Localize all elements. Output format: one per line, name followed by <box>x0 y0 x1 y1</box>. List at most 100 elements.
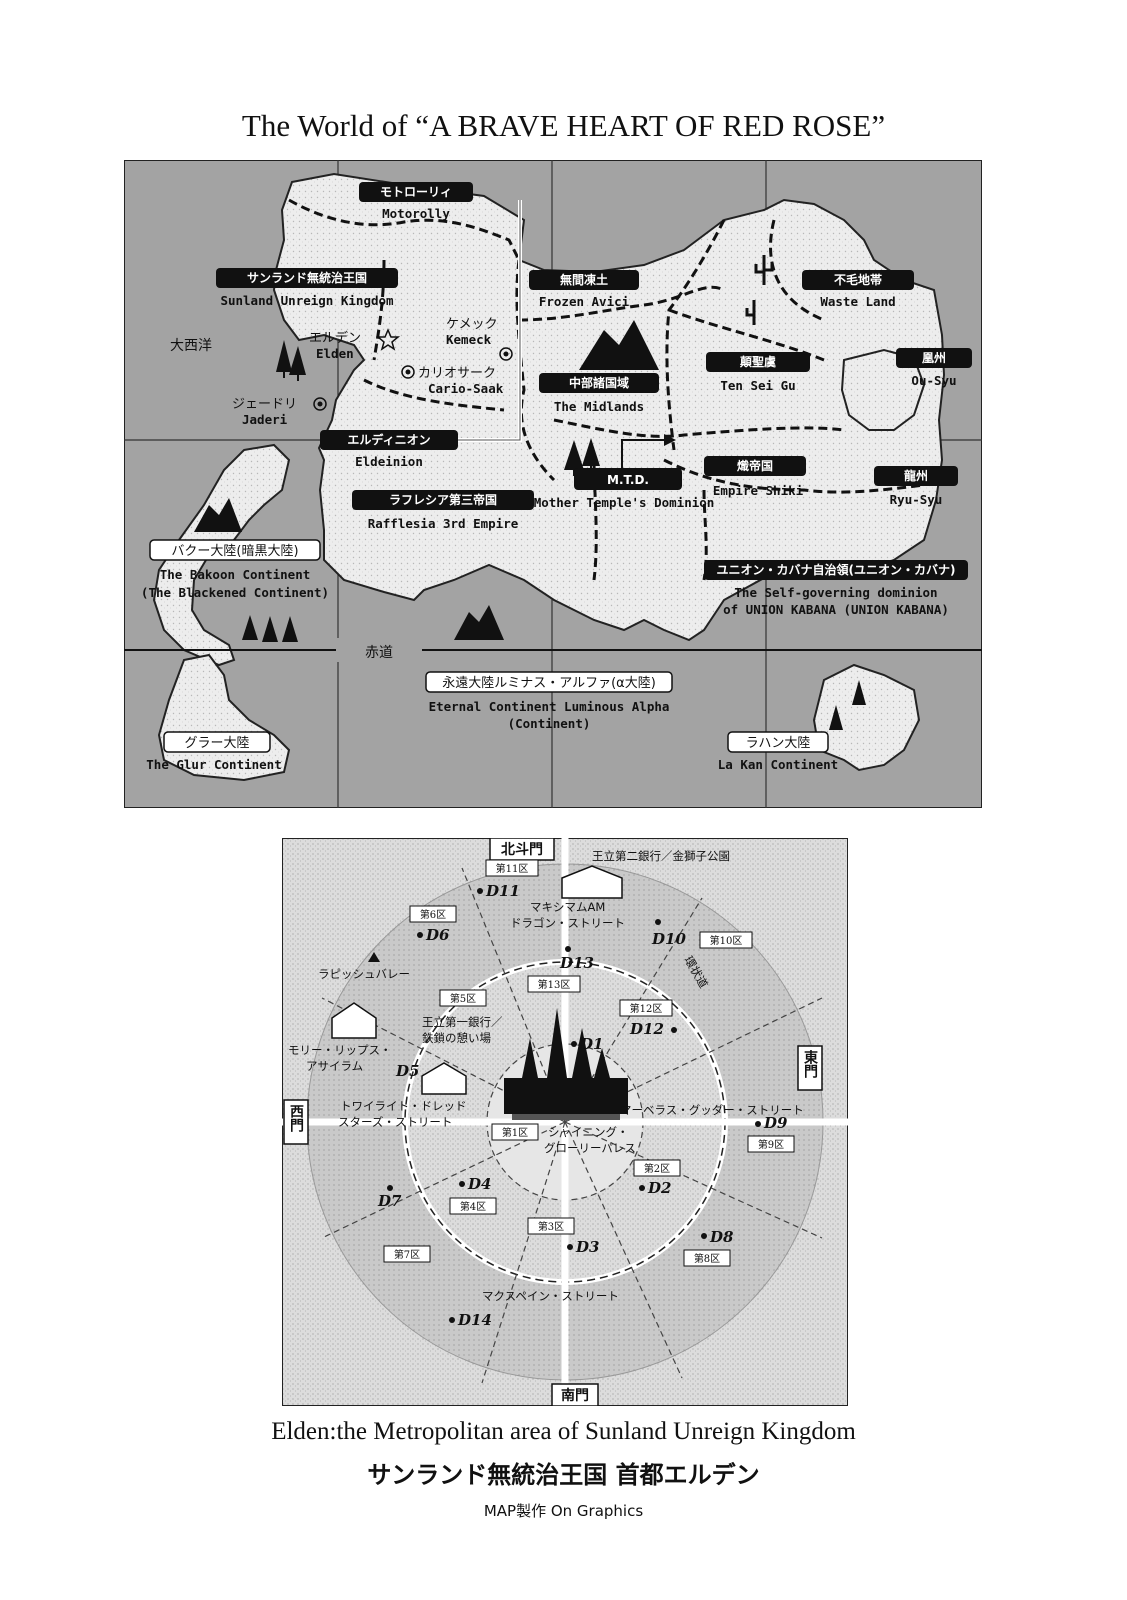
svg-text:The Glur Continent: The Glur Continent <box>146 757 281 772</box>
landmark-molly-lips: モリー・リップス・ <box>288 1043 392 1057</box>
svg-text:The Midlands: The Midlands <box>554 399 644 414</box>
svg-text:第6区: 第6区 <box>420 908 446 921</box>
region-label-union-kabana: ユニオン・カバナ自治領(ユニオン・カバナ) The Self-governing… <box>704 560 968 617</box>
svg-text:Eternal Continent Luminous Alp: Eternal Continent Luminous Alpha <box>429 699 670 714</box>
region-label-empire-shiki: 熾帝国 Empire Shiki <box>704 456 806 498</box>
main-continent <box>272 172 946 642</box>
svg-text:第12区: 第12区 <box>630 1002 663 1015</box>
landmark-bank-1: 王立第一銀行／ <box>422 1015 503 1029</box>
svg-text:第9区: 第9区 <box>758 1138 784 1151</box>
svg-text:ユニオン・カバナ自治領(ユニオン・カバナ): ユニオン・カバナ自治領(ユニオン・カバナ) <box>717 562 956 577</box>
city-jaderi: ジェードリ Jaderi <box>232 397 327 427</box>
map-credit: MAP製作 On Graphics <box>483 1502 644 1520</box>
svg-text:Motorolly: Motorolly <box>382 206 450 221</box>
svg-text:第7区: 第7区 <box>394 1248 420 1261</box>
svg-text:D7: D7 <box>377 1192 402 1210</box>
svg-text:Ou-Syu: Ou-Syu <box>911 373 956 388</box>
svg-text:Eldeinion: Eldeinion <box>355 454 423 469</box>
district-d1: D1 <box>571 1035 603 1053</box>
svg-text:D10: D10 <box>651 930 686 948</box>
svg-text:Jaderi: Jaderi <box>242 412 288 427</box>
star-icon <box>375 328 401 351</box>
svg-text:グラー大陸: グラー大陸 <box>184 735 249 751</box>
ward-tag-9: 第9区 <box>747 1135 795 1153</box>
world-map: 赤道 大西洋 モトローリィ Motorolly サンランド無統治王国 Sunla… <box>124 160 982 808</box>
ward-tag-1: 第1区 <box>491 1123 539 1141</box>
svg-text:D11: D11 <box>485 882 520 900</box>
district-d13: D13 <box>559 946 594 972</box>
east-gate: 東門 <box>797 1045 823 1091</box>
svg-text:北斗門: 北斗門 <box>501 842 543 858</box>
svg-text:龍州: 龍州 <box>904 468 928 483</box>
svg-text:エルディニオン: エルディニオン <box>347 432 430 447</box>
svg-text:ラフレシア第三帝国: ラフレシア第三帝国 <box>389 492 497 507</box>
svg-text:サンランド無統治王国: サンランド無統治王国 <box>247 270 367 285</box>
ward-tags: 第1区 第2区 第3区 第4区 第5区 第6区 第7区 第8区 第9区 第10区… <box>383 859 795 1267</box>
street-max-payne: マクスペイン・ストリート <box>482 1289 619 1303</box>
svg-text:La Kan Continent: La Kan Continent <box>718 757 838 772</box>
district-d14: D14 <box>449 1311 492 1329</box>
svg-text:モトローリィ: モトローリィ <box>380 185 452 199</box>
svg-text:第8区: 第8区 <box>694 1252 720 1265</box>
ward-tag-8: 第8区 <box>683 1249 731 1267</box>
svg-text:Sunland Unreign Kingdom: Sunland Unreign Kingdom <box>220 293 394 308</box>
district-d7: D7 <box>377 1185 402 1210</box>
caption-english: Elden:the Metropolitan area of Sunland U… <box>271 1418 856 1445</box>
ward-tag-2: 第2区 <box>633 1159 681 1177</box>
cactus-icon <box>745 255 774 325</box>
city-kemeck: ケメック Kemeck <box>446 317 513 361</box>
landmark-chain-rest: 鉄鎖の憩い場 <box>422 1031 491 1045</box>
svg-text:南門: 南門 <box>561 1387 589 1404</box>
street-marvelous-gooder: マーベラス・グッダー・ストリート <box>620 1103 804 1117</box>
district-d5: D5 <box>395 1062 419 1080</box>
mountain-icon <box>194 320 659 640</box>
svg-text:(The Blackened Continent): (The Blackened Continent) <box>141 585 329 600</box>
district-d2: D2 <box>639 1179 671 1197</box>
city-elden: エルデン Elden <box>309 328 401 361</box>
svg-text:D8: D8 <box>709 1228 734 1246</box>
svg-text:Ryu-Syu: Ryu-Syu <box>890 492 943 507</box>
city-marker-icon <box>313 397 327 411</box>
svg-text:Kemeck: Kemeck <box>446 332 492 347</box>
region-label-mtd: M.T.D. Mother Temple's Dominion <box>534 468 715 510</box>
mountain-icon <box>368 952 380 962</box>
landmark-glory-palace: グローリーパレス <box>544 1141 636 1155</box>
svg-text:第10区: 第10区 <box>710 934 743 947</box>
ward-tag-13: 第13区 <box>527 975 581 993</box>
landmark-shining: シャイニング・ <box>548 1125 629 1139</box>
region-label-ou-syu: 凰州 Ou-Syu <box>896 348 972 388</box>
svg-text:顛聖虞: 顛聖虞 <box>739 354 776 369</box>
district-markers: D1 D2 D3 D4 D5 D6 D7 D8 D9 D10 D11 D12 D… <box>377 882 788 1329</box>
ocean-label: 大西洋 <box>170 338 212 354</box>
svg-text:Mother Temple's Dominion: Mother Temple's Dominion <box>534 495 715 510</box>
ward-tag-7: 第7区 <box>383 1245 431 1263</box>
district-d4: D4 <box>459 1175 491 1193</box>
region-label-midlands: 中部諸国域 The Midlands <box>539 373 659 414</box>
ward-tag-11: 第11区 <box>485 859 539 877</box>
district-d12: D12 <box>629 1020 677 1038</box>
ward-tag-5: 第5区 <box>439 989 487 1007</box>
svg-text:第13区: 第13区 <box>538 978 571 991</box>
svg-text:第11区: 第11区 <box>496 862 529 875</box>
svg-text:D1: D1 <box>579 1035 603 1053</box>
svg-text:中部諸国域: 中部諸国域 <box>569 375 629 390</box>
street-twilight-stars: スターズ・ストリート <box>338 1115 452 1129</box>
landmark-bank-2: 王立第二銀行／金獅子公園 <box>592 849 730 863</box>
svg-text:熾帝国: 熾帝国 <box>737 458 773 473</box>
region-label-frozen-avici: 無間凍土 Frozen Avici <box>529 270 639 309</box>
district-d6: D6 <box>417 926 450 944</box>
ward-tag-4: 第4区 <box>449 1197 497 1215</box>
svg-text:第2区: 第2区 <box>644 1162 670 1175</box>
landmark-lapish-valley: ラピッシュバレー <box>318 967 410 981</box>
ward-tag-3: 第3区 <box>527 1217 575 1235</box>
ward-tag-12: 第12区 <box>619 999 673 1017</box>
svg-text:Ten Sei Gu: Ten Sei Gu <box>720 378 795 393</box>
district-d10: D10 <box>651 919 686 948</box>
caption-japanese: サンランド無統治王国 首都エルデン <box>367 1460 760 1489</box>
svg-text:ラハン大陸: ラハン大陸 <box>746 735 811 751</box>
building-icon <box>331 865 623 1095</box>
castle-icon <box>504 1008 628 1120</box>
city-cario-saak: カリオサーク Cario-Saak <box>401 365 504 396</box>
svg-text:カリオサーク: カリオサーク <box>418 366 496 381</box>
region-label-ten-sei-gu: 顛聖虞 Ten Sei Gu <box>706 352 810 393</box>
